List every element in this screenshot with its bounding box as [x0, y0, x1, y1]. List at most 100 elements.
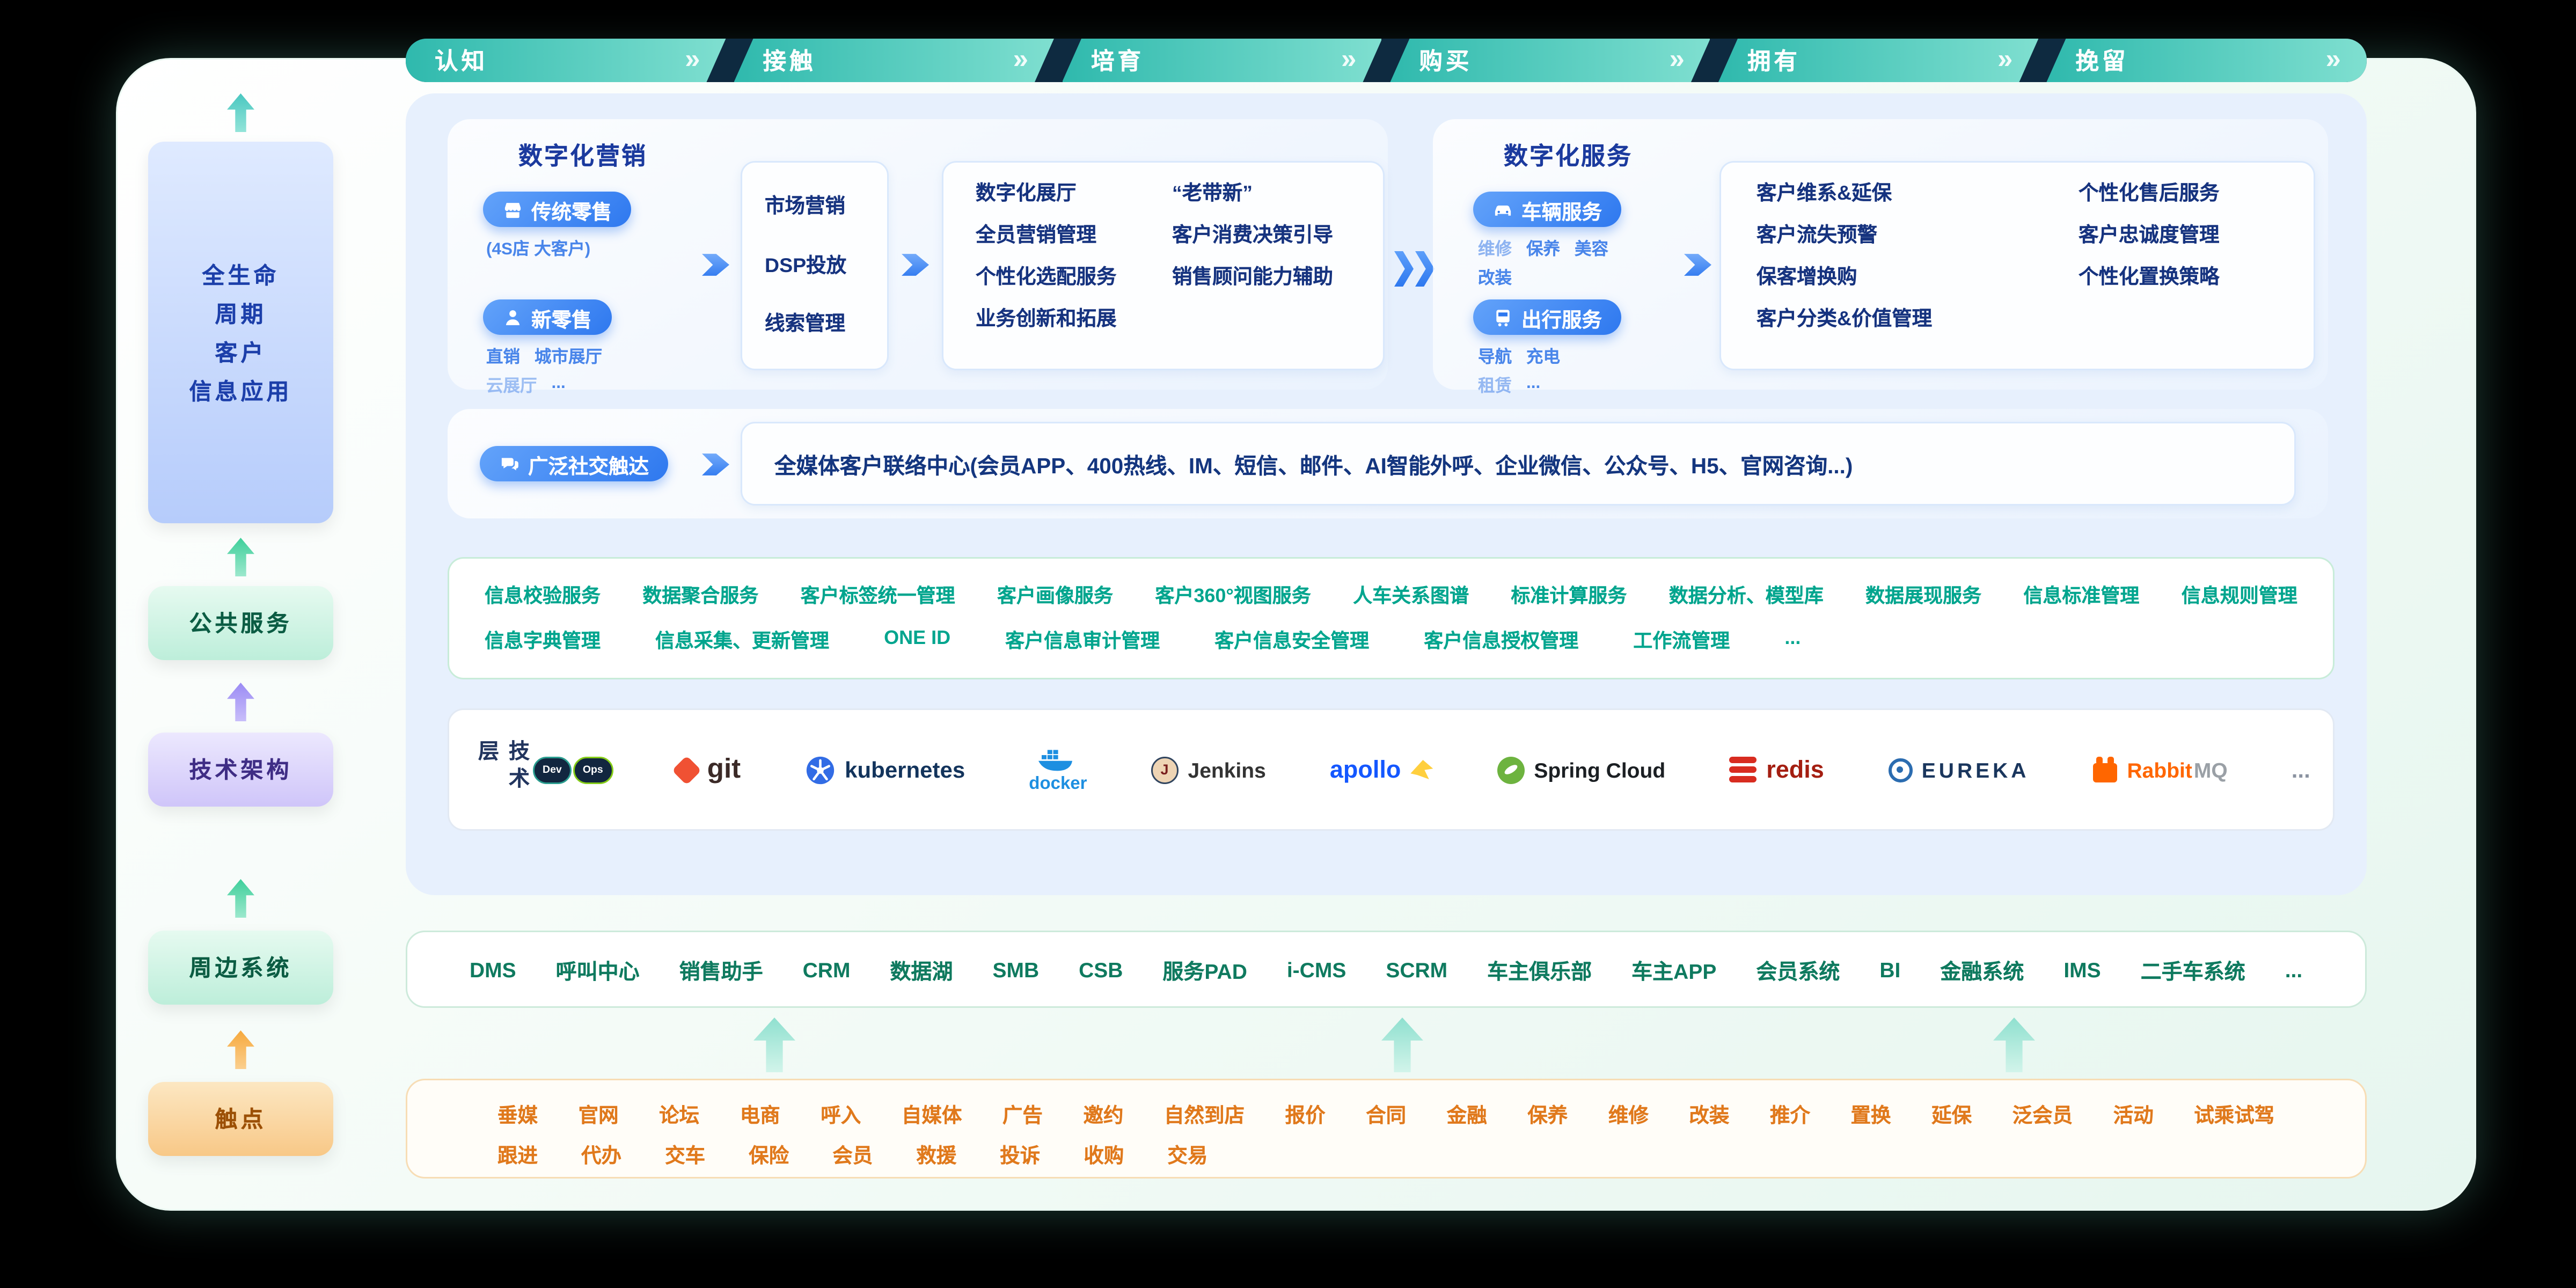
peripheral-system-item: CRM [802, 957, 851, 982]
devops-logo: Dev Ops [533, 756, 613, 784]
touchpoint-item: 自媒体 [901, 1104, 962, 1127]
apollo-logo: apollo [1330, 756, 1433, 784]
public-service-item: 客户画像服务 [997, 584, 1114, 607]
store-icon [504, 202, 521, 217]
marketing-capabilities-box: 数字化展厅全员营销管理个性化选配服务业务创新和拓展 “老带新”客户消费决策引导销… [942, 161, 1385, 370]
public-service-item: 客户360°视图服务 [1155, 584, 1311, 607]
stage-label: 接触 [763, 50, 816, 76]
touchpoint-item: 维修 [1608, 1104, 1649, 1127]
lifecycle-line: 客户 [215, 339, 267, 365]
touchpoint-item: 保养 [1527, 1104, 1568, 1127]
stage-tab-contact[interactable]: 接触 [734, 39, 1053, 82]
vehicle-sub-item: 保养 [1526, 240, 1560, 259]
double-arrow-right-icon [1394, 251, 1435, 287]
stage-tab-awareness[interactable]: 认知 [406, 39, 726, 82]
social-reach-button[interactable]: 广泛社交触达 [480, 446, 669, 481]
public-service-item: 客户信息授权管理 [1424, 630, 1579, 652]
stage-tab-purchase[interactable]: 购买 [1390, 39, 1710, 82]
traditional-retail-button[interactable]: 传统零售 [483, 192, 632, 227]
service-capability-item: 客户维系&延保 [1757, 182, 1892, 204]
peripheral-system-item: IMS [2063, 957, 2101, 982]
tech-architecture-label: 技术架构 [189, 757, 292, 782]
sidebar-tech-architecture-box: 技术架构 [148, 733, 333, 807]
touchpoint-item: 自然到店 [1164, 1104, 1245, 1127]
eureka-icon [1887, 757, 1912, 782]
peripheral-system-item: BI [1879, 957, 1901, 982]
travel-service-button[interactable]: 出行服务 [1473, 299, 1622, 335]
peripheral-system-item: 服务PAD [1162, 958, 1247, 983]
stage-tab-ownership[interactable]: 拥有 [1718, 39, 2038, 82]
public-service-item: 客户信息安全管理 [1214, 630, 1370, 652]
touchpoint-item: 论坛 [659, 1104, 700, 1127]
new-retail-sub-item: 城市展厅 [535, 348, 602, 367]
sidebar-touchpoints-box: 触点 [148, 1082, 333, 1156]
marketing-capability-item: 销售顾问能力辅助 [1172, 266, 1334, 288]
jenkins-icon: J [1151, 756, 1179, 784]
service-personal-list: 个性化售后服务客户忠诚度管理个性化置换策略 [2079, 163, 2220, 291]
travel-sub-item: 导航 [1478, 348, 1512, 367]
social-reach-block: 广泛社交触达 全媒体客户联络中心(会员APP、400热线、IM、短信、邮件、AI… [448, 409, 2328, 518]
kubernetes-logo: kubernetes [804, 755, 965, 785]
vehicle-service-button[interactable]: 车辆服务 [1473, 192, 1622, 227]
peripheral-system-item: 二手车系统 [2140, 958, 2245, 983]
git-logo: git [672, 753, 741, 786]
stage-tab-nurture[interactable]: 培育 [1062, 39, 1382, 82]
travel-service-label: 出行服务 [1521, 308, 1602, 331]
touchpoint-item: 改装 [1689, 1104, 1730, 1127]
stage-tab-retention[interactable]: 挽留 [2046, 39, 2367, 82]
stage-label: 挽留 [2075, 50, 2129, 76]
eureka-logo: EUREKA [1887, 757, 2030, 782]
touchpoint-item: 延保 [1931, 1104, 1972, 1127]
service-retain-list: 客户维系&延保客户流失预警保客增换购客户分类&价值管理 [1757, 163, 1932, 333]
touchpoint-item: 置换 [1850, 1104, 1891, 1127]
public-service-item: 信息采集、更新管理 [655, 630, 830, 652]
double-chevron-icon [685, 43, 700, 75]
touchpoints-box: 垂媒官网论坛电商呼入自媒体广告邀约自然到店报价合同金融保养维修改装推介置换延保泛… [406, 1079, 2367, 1179]
person-icon [506, 309, 520, 325]
sidebar-public-services-box: 公共服务 [148, 586, 333, 660]
marketing-assist-list: “老带新”客户消费决策引导销售顾问能力辅助 [1172, 163, 1333, 291]
lifecycle-line: 周期 [215, 300, 267, 326]
new-retail-sub-item: 直销 [486, 348, 520, 367]
touchpoint-item: 金融 [1446, 1104, 1487, 1127]
touchpoint-item: 交车 [665, 1145, 706, 1167]
new-retail-button[interactable]: 新零售 [483, 299, 611, 335]
lifecycle-line: 全生命 [202, 261, 280, 288]
public-services-row1: 信息校验服务数据聚合服务客户标签统一管理客户画像服务客户360°视图服务人车关系… [485, 581, 2297, 609]
rabbit-icon [2093, 757, 2118, 782]
touchpoint-item: 试乘试驾 [2194, 1104, 2275, 1127]
peripheral-system-item: 金融系统 [1940, 958, 2024, 983]
touchpoint-item: 收购 [1084, 1145, 1124, 1167]
service-capability-item: 客户忠诚度管理 [2079, 224, 2220, 246]
touchpoint-item: 救援 [916, 1145, 957, 1167]
new-retail-label: 新零售 [531, 308, 592, 331]
peripheral-system-item: 呼叫中心 [555, 958, 640, 983]
double-chevron-icon [1341, 43, 1356, 75]
marketing-capability-item: “老带新” [1172, 182, 1253, 204]
touchpoint-item: 泛会员 [2012, 1104, 2073, 1127]
travel-sub-item: 租赁 [1478, 377, 1512, 396]
public-service-item: 客户信息审计管理 [1005, 630, 1160, 652]
peripheral-system-item: SMB [992, 957, 1040, 982]
public-service-item: 人车关系图谱 [1353, 584, 1469, 607]
public-service-item: 信息校验服务 [485, 584, 601, 607]
public-service-item: 客户标签统一管理 [800, 584, 955, 607]
vehicle-sub-item: 美容 [1575, 240, 1608, 259]
public-service-item: ... [1784, 626, 1801, 649]
omni-contact-center-text: 全媒体客户联络中心(会员APP、400热线、IM、短信、邮件、AI智能外呼、企业… [774, 454, 1853, 478]
docker-logo: docker [1029, 747, 1087, 793]
sidebar-lifecycle-box: 全生命 周期 客户 信息应用 [148, 142, 333, 523]
chat-icon [501, 457, 518, 470]
apollo-bird-icon [1410, 760, 1433, 779]
marketing-capability-item: 全员营销管理 [976, 224, 1097, 246]
marketing-channel-item: 市场营销 [765, 195, 846, 218]
digital-marketing-block: 数字化营销 传统零售 (4S店 大客户) 新零售 直销城市展厅云展厅... 市场… [448, 119, 1388, 396]
omni-contact-center-box: 全媒体客户联络中心(会员APP、400热线、IM、短信、邮件、AI智能外呼、企业… [741, 422, 2296, 506]
touchpoint-item: 保险 [749, 1145, 789, 1167]
peripheral-system-item: CSB [1079, 957, 1123, 982]
touchpoint-item: 呼入 [821, 1104, 861, 1127]
touchpoint-item: 邀约 [1083, 1104, 1124, 1127]
service-capability-item: 保客增换购 [1757, 266, 1857, 288]
